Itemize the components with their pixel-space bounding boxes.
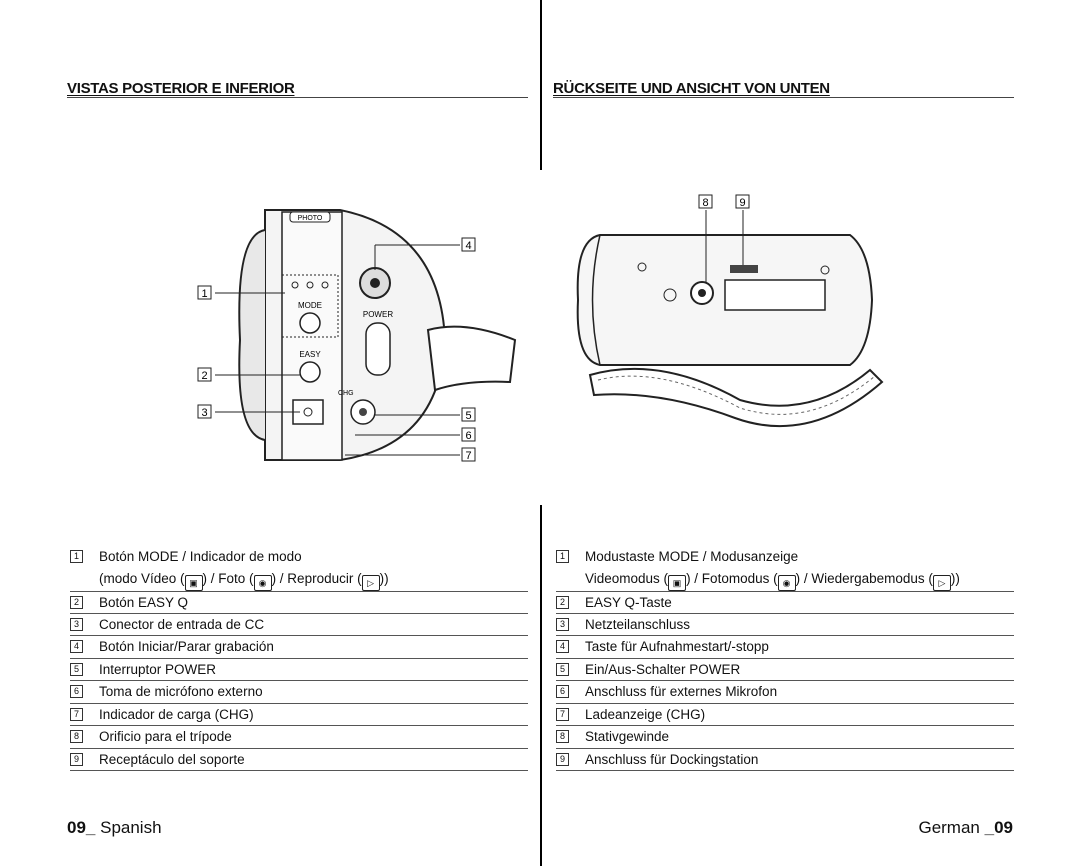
item-number: 6 [556,685,569,698]
item-text: EASY Q-Taste [585,595,672,610]
item-text: Botón EASY Q [99,595,189,610]
item-text: Orificio para el trípode [99,729,232,744]
item-number: 6 [70,685,83,698]
callout-8: 8 [702,197,708,209]
list-item: 2 EASY Q-Taste [556,591,1014,614]
list-item: 3 Conector de entrada de CC [70,614,528,636]
camera-icon: ◉ [777,575,796,591]
callout-1: 1 [201,288,207,300]
item-number: 7 [70,707,83,721]
list-item: 9 Anschluss für Dockingstation [556,749,1014,771]
item-text: Receptáculo del soporte [99,751,245,767]
item-number: 5 [556,662,569,676]
list-item: 6 Anschluss für externes Mikrofon [556,681,1014,704]
item-number: 9 [70,752,83,766]
callout-2: 2 [201,370,207,382]
item-number: 5 [70,662,83,676]
item-number: 8 [556,730,569,743]
play-icon: ▷ [361,575,380,591]
bottom-view-illustration: 8 9 [576,194,884,428]
item-text: Conector de entrada de CC [99,616,265,632]
play-icon: ▷ [932,575,951,591]
list-item: 1 Modustaste MODE / Modusanzeige Videomo… [556,546,1014,591]
list-item: 5 Ein/Aus-Schalter POWER [556,659,1014,681]
list-item: 1 Botón MODE / Indicador de modo (modo V… [70,546,528,591]
callout-4: 4 [465,240,471,252]
footer-left: 09_ Spanish [67,818,162,838]
item-text: Stativgewinde [585,729,670,744]
list-item: 4 Botón Iniciar/Parar grabación [70,636,528,659]
heading-right-rule [553,97,1014,98]
video-camera-icon: ▣ [668,575,687,591]
page-divider-bottom [540,505,542,866]
item-number: 2 [70,596,83,609]
video-camera-icon: ▣ [184,575,203,591]
item-text-modes: (modo Vídeo (▣) / Foto (◉) / Reproducir … [99,571,389,591]
item-text: Botón Iniciar/Parar grabación [99,639,274,654]
heading-left-rule [67,97,528,98]
language-right: German [918,818,980,837]
parts-list-spanish: 1 Botón MODE / Indicador de modo (modo V… [70,546,528,771]
item-text: Ladeanzeige (CHG) [585,706,706,722]
mode-label: MODE [298,301,322,310]
item-number: 9 [556,752,569,766]
item-text-modes: Videomodus (▣) / Fotomodus (◉) / Wiederg… [585,571,960,591]
item-number: 1 [556,550,569,563]
parts-list-german: 1 Modustaste MODE / Modusanzeige Videomo… [556,546,1014,771]
item-text: Modustaste MODE / Modusanzeige [585,549,799,564]
item-number: 4 [70,640,83,653]
item-text: Toma de micrófono externo [99,684,263,699]
item-text: Anschluss für Dockingstation [585,751,759,767]
photo-label: PHOTO [298,215,323,222]
heading-left: VISTAS POSTERIOR E INFERIOR [67,80,295,97]
footer-right: German _09 [918,818,1013,838]
item-text: Ein/Aus-Schalter POWER [585,661,741,677]
power-label: POWER [363,310,393,319]
item-text: Taste für Aufnahmestart/-stopp [585,639,769,654]
page-number-left: 09_ [67,818,96,837]
item-number: 1 [70,550,83,563]
list-item: 5 Interruptor POWER [70,659,528,681]
item-text: Interruptor POWER [99,661,217,677]
list-item: 6 Toma de micrófono externo [70,681,528,704]
callout-9: 9 [739,197,745,209]
list-item: 7 Ladeanzeige (CHG) [556,704,1014,726]
item-number: 2 [556,596,569,609]
callout-5: 5 [465,410,471,422]
list-item: 7 Indicador de carga (CHG) [70,704,528,726]
page-divider-top [540,0,542,170]
list-item: 2 Botón EASY Q [70,591,528,614]
list-item: 9 Receptáculo del soporte [70,749,528,771]
callout-7: 7 [465,450,471,462]
chg-label: CHG [338,390,354,397]
easy-label: EASY [299,350,321,359]
list-item: 4 Taste für Aufnahmestart/-stopp [556,636,1014,659]
list-item: 8 Orificio para el trípode [70,726,528,749]
item-text: Botón MODE / Indicador de modo [99,549,302,564]
callout-6: 6 [465,430,471,442]
language-left: Spanish [100,818,162,837]
callout-3: 3 [201,407,207,419]
page-number-right: _09 [984,818,1013,837]
rear-view-illustration: PHOTO MODE EASY CHG POWER 1 2 3 4 [197,209,517,462]
item-number: 4 [556,640,569,653]
heading-right: RÜCKSEITE UND ANSICHT VON UNTEN [553,80,830,97]
item-text: Netzteilanschluss [585,616,691,632]
item-text: Anschluss für externes Mikrofon [585,684,778,699]
item-number: 8 [70,730,83,743]
list-item: 8 Stativgewinde [556,726,1014,749]
item-text: Indicador de carga (CHG) [99,706,254,722]
item-number: 7 [556,707,569,721]
item-number: 3 [70,617,83,631]
camera-icon: ◉ [253,575,272,591]
item-number: 3 [556,617,569,631]
list-item: 3 Netzteilanschluss [556,614,1014,636]
